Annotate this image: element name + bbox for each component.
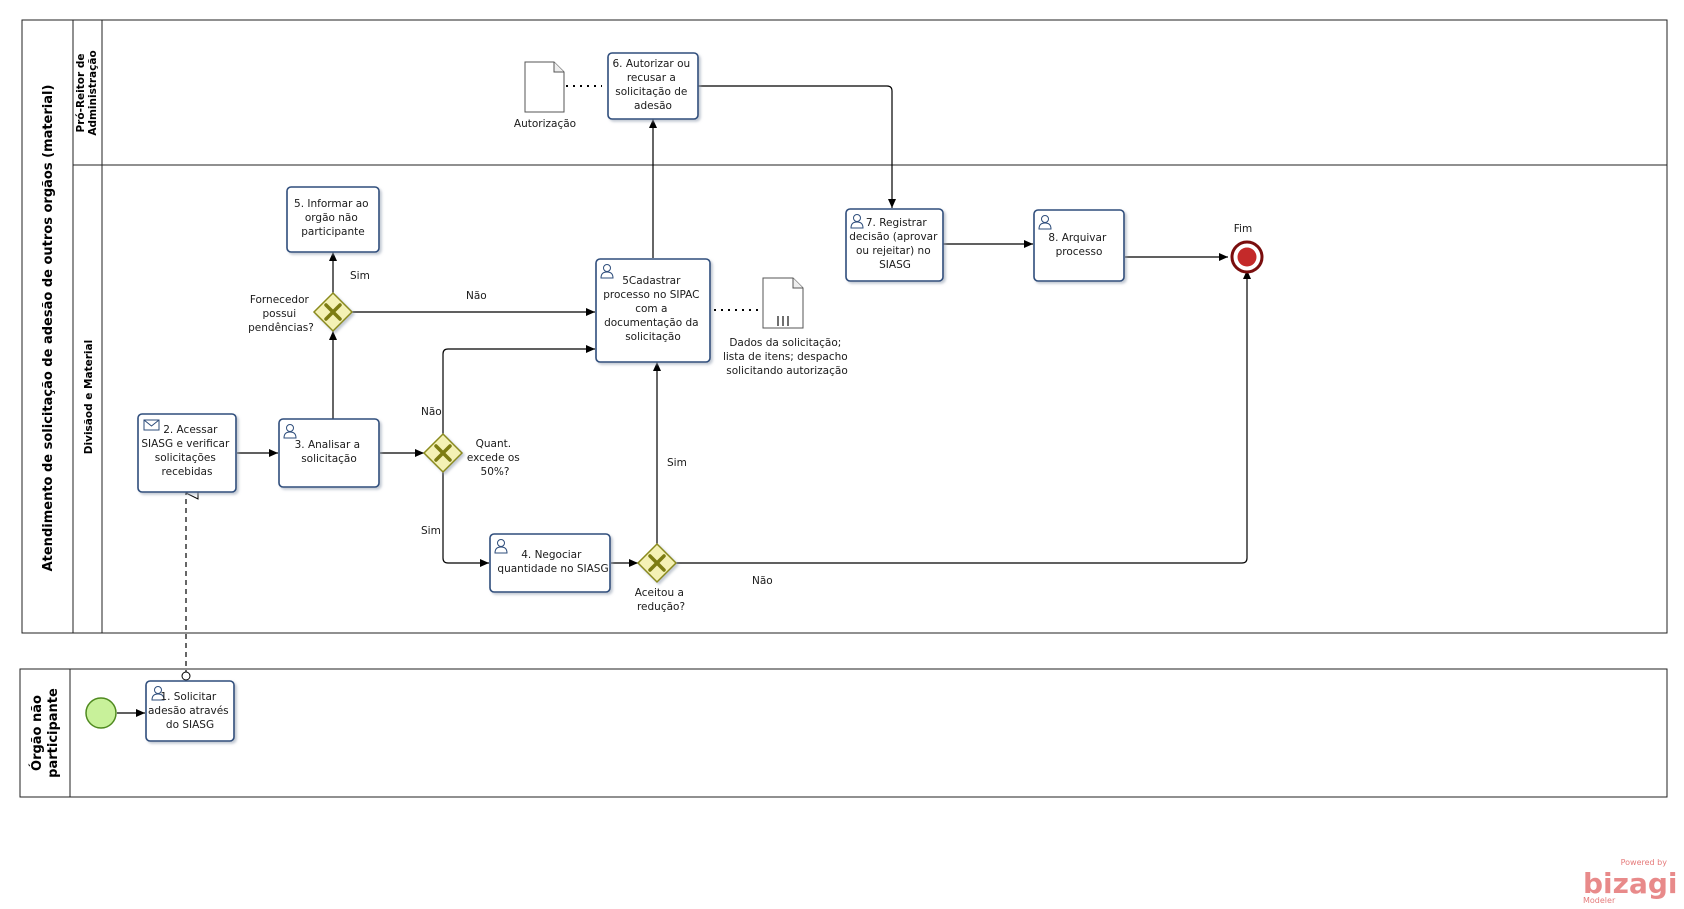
brand-sub: Modeler bbox=[1583, 896, 1616, 905]
flow-g2-to-t4[interactable] bbox=[442, 472, 489, 567]
user-icon bbox=[1038, 215, 1052, 230]
flow-label-nao-g2: Não bbox=[421, 406, 442, 418]
flow-label-nao-g3: Não bbox=[752, 575, 773, 587]
lane-bottom-label: Divisãod e Material bbox=[83, 340, 95, 454]
exclusive-x-icon bbox=[648, 554, 666, 572]
user-icon bbox=[283, 424, 297, 439]
flow-label-sim-g2: Sim bbox=[421, 525, 441, 537]
flow-label-nao-g1: Não bbox=[466, 290, 487, 302]
brand-name: bizagi bbox=[1583, 867, 1677, 900]
end-event-label: Fim bbox=[1234, 223, 1252, 235]
flow-g3-to-end[interactable] bbox=[676, 270, 1251, 564]
lane-top-label-2: Administração bbox=[87, 50, 99, 135]
gateway-aceitou-label: Aceitou a redução? bbox=[635, 587, 687, 613]
task-2-acessar-siasg[interactable] bbox=[137, 413, 237, 493]
task-7-label: 7. Registrar decisão (aprovar ou rejeita… bbox=[849, 217, 941, 271]
end-event[interactable] bbox=[1230, 240, 1264, 274]
task-8-label: 8. Arquivar processo bbox=[1048, 232, 1109, 258]
start-event[interactable] bbox=[85, 697, 117, 729]
data-object-autorizacao-label: Autorização bbox=[514, 118, 576, 130]
pool-main[interactable]: Atendimento de solicitação de adesão de … bbox=[21, 19, 1668, 634]
user-icon bbox=[600, 264, 614, 279]
flow-label-sim-g3: Sim bbox=[667, 457, 687, 469]
pool-title: Atendimento de solicitação de adesão de … bbox=[41, 85, 56, 572]
task-3-analisar-solicitacao[interactable] bbox=[278, 418, 380, 488]
flow-t6-to-t7[interactable] bbox=[698, 85, 896, 208]
flow-g2-to-t5c[interactable] bbox=[442, 345, 595, 434]
task-4-negociar-quantidade[interactable] bbox=[489, 533, 611, 593]
user-icon bbox=[850, 214, 864, 229]
task-7-registrar-decisao[interactable] bbox=[845, 208, 944, 282]
flow-label-sim-g1: Sim bbox=[350, 270, 370, 282]
user-icon bbox=[494, 539, 508, 554]
task-1-label: 1. Solicitar adesão através do SIASG bbox=[148, 691, 232, 731]
task-3-label: 3. Analisar a solicitação bbox=[295, 439, 364, 465]
task-6-autorizar-recusar[interactable] bbox=[607, 52, 699, 120]
exclusive-x-icon bbox=[434, 444, 452, 462]
task-5-informar-orgao[interactable] bbox=[286, 186, 380, 253]
lane-pro-reitor[interactable]: Pró-Reitor de Administração bbox=[75, 50, 99, 135]
exclusive-x-icon bbox=[324, 303, 342, 321]
task-2-label: 2. Acessar SIASG e verificar solicitaçõe… bbox=[141, 424, 232, 478]
task-5-label: 5. Informar ao orgão não participante bbox=[294, 198, 372, 238]
lane-divisao-material[interactable]: Divisãod e Material bbox=[83, 340, 95, 454]
pool-orgao-nao-participante[interactable]: Órgão não participante bbox=[19, 668, 1668, 798]
task-4-label: 4. Negociar quantidade no SIASG bbox=[497, 549, 608, 575]
gateway-quantidade-label: Quant. excede os 50%? bbox=[467, 438, 523, 478]
envelope-icon bbox=[143, 419, 160, 431]
data-object-autorizacao[interactable] bbox=[524, 61, 565, 113]
data-object-dados-label: Dados da solicitação; lista de itens; de… bbox=[723, 337, 851, 377]
message-flow-t1-to-t2[interactable] bbox=[181, 493, 190, 681]
task-1-solicitar-adesao[interactable] bbox=[145, 680, 235, 742]
task-6-label: 6. Autorizar ou recusar a solicitação de… bbox=[613, 58, 694, 112]
pool2-label-1: Órgão não bbox=[29, 695, 45, 771]
collection-icon bbox=[777, 316, 789, 326]
brand-powered: Powered by bbox=[1621, 858, 1668, 867]
task-5c-cadastrar-processo[interactable] bbox=[595, 258, 711, 363]
task-8-arquivar-processo[interactable] bbox=[1033, 209, 1125, 282]
bizagi-logo: Powered by bizagi Modeler bbox=[1583, 858, 1677, 905]
data-object-dados-solicitacao[interactable] bbox=[762, 277, 804, 329]
pool2-label-2: participante bbox=[46, 688, 61, 778]
lane-top-label-1: Pró-Reitor de bbox=[75, 54, 87, 133]
user-icon bbox=[151, 686, 165, 701]
gateway-fornecedor-label: Fornecedor possui pendências? bbox=[248, 294, 314, 334]
task-5c-label: 5Cadastrar processo no SIPAC com a docum… bbox=[603, 275, 703, 343]
